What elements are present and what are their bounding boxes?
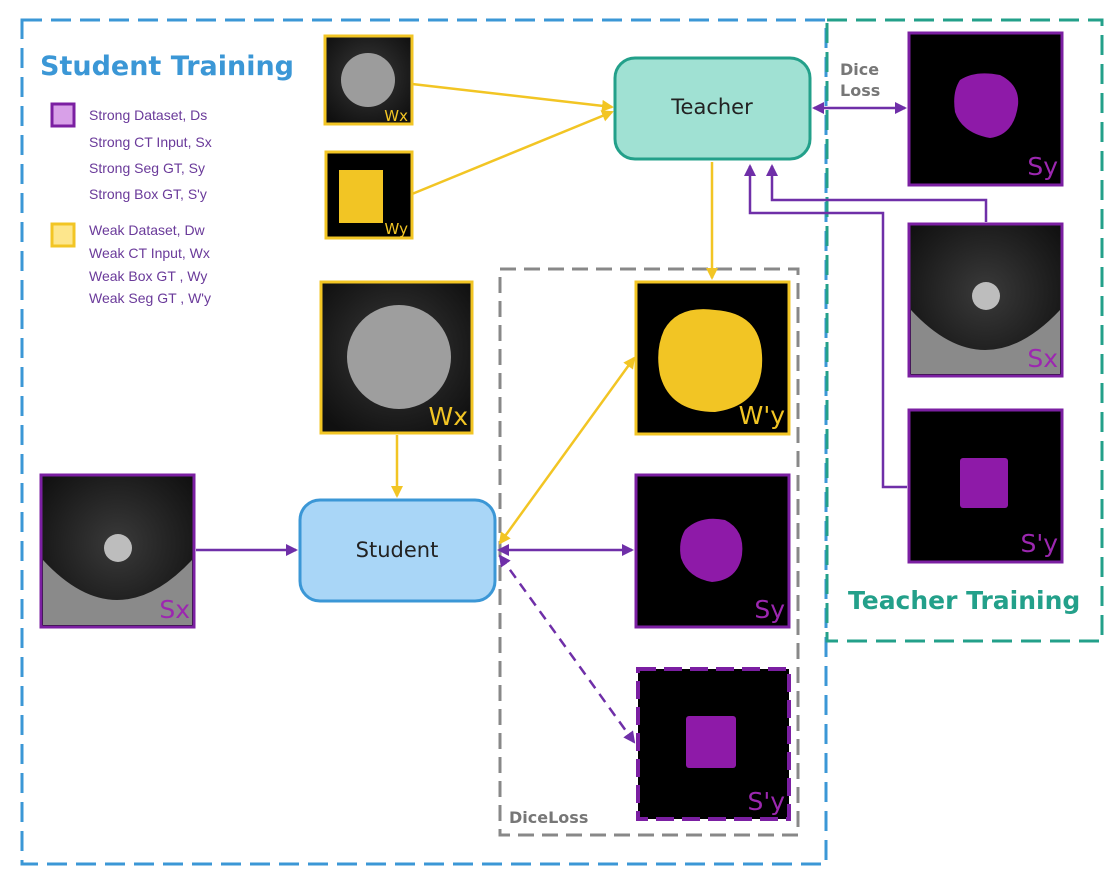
strong-legend-swatch xyxy=(50,102,76,128)
sy-mid-label: Sy xyxy=(754,595,785,624)
wpy-label: W'y xyxy=(739,401,786,430)
diceloss-label: DiceLoss xyxy=(509,808,588,827)
arrow-sx-right-to-teacher xyxy=(766,164,988,222)
sx-right-image: Sx xyxy=(907,222,1064,378)
sx-left-image: Sx xyxy=(39,473,196,629)
spy-right-image: S'y xyxy=(907,408,1064,564)
student-box xyxy=(298,498,497,603)
legend-strong-3: Strong Box GT, S'y xyxy=(89,186,207,202)
student-label: Student xyxy=(356,538,439,562)
legend-weak-1: Weak CT Input, Wx xyxy=(89,245,210,261)
spy-mid-label: S'y xyxy=(747,787,785,816)
student-training-title: Student Training xyxy=(40,51,294,82)
wx-large-image: Wx xyxy=(319,280,474,435)
sy-right-image: Sy xyxy=(907,31,1064,187)
spy-right-label: S'y xyxy=(1020,529,1058,558)
arrow-student-wpy xyxy=(498,356,636,545)
wpy-image: W'y xyxy=(634,280,791,436)
legend-strong-2: Strong Seg GT, Sy xyxy=(89,160,205,176)
sy-right-label: Sy xyxy=(1027,152,1058,181)
arrow-spy-right-to-teacher xyxy=(744,164,907,489)
arrow-wy-to-teacher xyxy=(411,110,614,196)
legend-weak-0: Weak Dataset, Dw xyxy=(89,222,206,238)
teacher-label: Teacher xyxy=(670,95,753,119)
spy-mid-image: S'y xyxy=(636,667,791,821)
weak-legend-swatch xyxy=(50,222,76,248)
legend-strong-0: Strong Dataset, Ds xyxy=(89,107,207,123)
wx-small-label: Wx xyxy=(384,107,408,125)
wx-large-label: Wx xyxy=(428,402,468,431)
teacher-box xyxy=(613,56,812,161)
sy-mid-image: Sy xyxy=(634,473,791,629)
legend-weak-3: Weak Seg GT , W'y xyxy=(89,290,211,306)
wy-small-label: Wy xyxy=(385,220,409,238)
teacher-training-title: Teacher Training xyxy=(848,586,1080,615)
legend-weak-2: Weak Box GT , Wy xyxy=(89,268,207,284)
arrow-wx-to-teacher xyxy=(411,82,614,112)
dice-loss-label-line2: Loss xyxy=(840,81,880,100)
sx-right-label: Sx xyxy=(1027,344,1058,373)
teacher-training-region xyxy=(825,18,1104,643)
wy-small-image: Wy xyxy=(324,150,414,240)
sx-left-label: Sx xyxy=(159,595,190,624)
legend-strong-1: Strong CT Input, Sx xyxy=(89,134,212,150)
wx-small-image: Wx xyxy=(323,34,414,126)
arrow-student-spy-dashed xyxy=(498,554,636,744)
dice-loss-label-line1: Dice xyxy=(840,60,879,79)
